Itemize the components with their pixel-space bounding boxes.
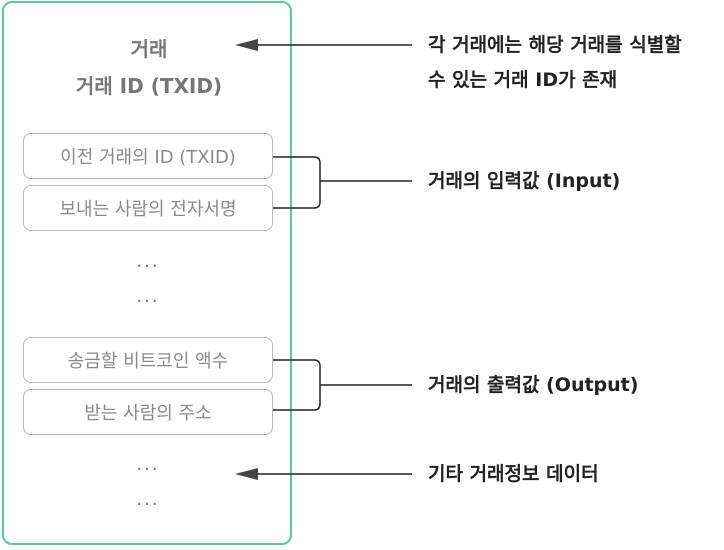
annotation-txid-line2: 수 있는 거래 ID가 존재 bbox=[428, 69, 618, 91]
ellipsis-1: ··· bbox=[136, 256, 160, 277]
output-field-address: 받는 사람의 주소 bbox=[23, 389, 273, 435]
output-bracket bbox=[273, 359, 321, 411]
output-field-amount: 송금할 비트코인 액수 bbox=[23, 337, 273, 383]
other-arrowhead bbox=[235, 468, 258, 480]
input-bracket bbox=[273, 156, 321, 209]
txid-arrowhead bbox=[235, 39, 258, 51]
annotation-other: 기타 거래정보 데이터 bbox=[428, 463, 599, 485]
transaction-id-label: 거래 ID (TXID) bbox=[75, 74, 223, 98]
transaction-panel bbox=[2, 1, 292, 545]
ellipsis-2: ··· bbox=[136, 291, 160, 312]
annotation-output: 거래의 출력값 (Output) bbox=[428, 374, 639, 396]
input-field-prev-txid: 이전 거래의 ID (TXID) bbox=[23, 133, 273, 179]
annotation-txid-line1: 각 거래에는 해당 거래를 식별할 bbox=[428, 34, 682, 56]
ellipsis-3: ··· bbox=[136, 459, 160, 480]
transaction-title: 거래 bbox=[130, 37, 168, 61]
ellipsis-4: ··· bbox=[136, 494, 160, 515]
annotation-input: 거래의 입력값 (Input) bbox=[428, 170, 621, 192]
input-field-signature: 보내는 사람의 전자서명 bbox=[23, 185, 273, 231]
